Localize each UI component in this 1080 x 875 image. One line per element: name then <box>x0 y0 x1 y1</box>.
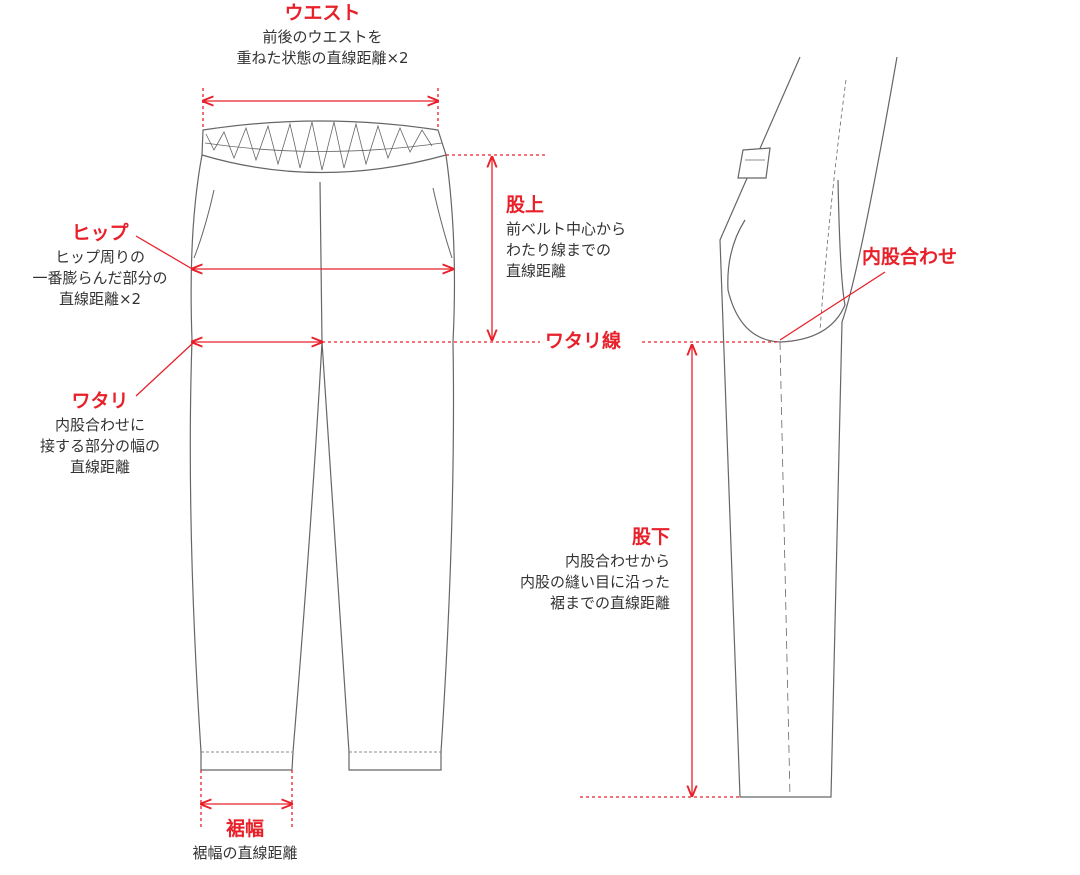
right-leg-outline <box>321 154 456 771</box>
thigh-label: ワタリ 内股合わせに 接する部分の幅の 直線距離 <box>0 388 200 478</box>
waistband-pattern <box>205 121 433 171</box>
waist-desc-2: 重ねた状態の直線距離×2 <box>236 48 409 67</box>
waist-label: ウエスト 前後のウエストを 重ねた状態の直線距離×2 <box>200 0 445 69</box>
waist-desc-1: 前後のウエストを <box>262 27 383 46</box>
hem-label: 裾幅 裾幅の直線距離 <box>160 816 330 864</box>
rise-title: 股上 <box>506 194 545 216</box>
hip-label: ヒップ ヒップ周りの 一番膨らんだ部分の 直線距離×2 <box>0 220 200 310</box>
hem-title: 裾幅 <box>225 818 264 840</box>
thigh-line-label: ワタリ線 <box>545 328 621 355</box>
rise-desc-1: 前ベルト中心から <box>506 219 627 238</box>
front-pants-outline <box>189 120 456 771</box>
thigh-desc-1: 内股合わせに <box>54 415 145 434</box>
measurement-lines <box>135 88 886 830</box>
inseam-desc-2: 内股の縫い目に沿った <box>519 572 670 591</box>
crotch-point-label: 内股合わせ <box>862 244 957 271</box>
inseam-desc-3: 裾までの直線距離 <box>549 593 670 612</box>
waist-title: ウエスト <box>284 2 361 24</box>
rise-desc-2: わたり線までの <box>506 240 612 259</box>
hip-desc-2: 一番膨らんだ部分の <box>32 268 168 287</box>
crotch-curve <box>727 179 846 343</box>
left-leg-outline <box>189 154 323 771</box>
hem-desc-1: 裾幅の直線距離 <box>192 843 298 862</box>
inseam-title: 股下 <box>631 526 670 548</box>
inseam-label: 股下 内股合わせから 内股の縫い目に沿った 裾までの直線距離 <box>470 524 670 614</box>
side-pants-outline <box>719 56 898 798</box>
crotch-point-title: 内股合わせ <box>862 246 958 268</box>
thigh-line-title: ワタリ線 <box>545 330 622 352</box>
hip-desc-1: ヒップ周りの <box>54 247 145 266</box>
hip-title: ヒップ <box>71 222 129 244</box>
hip-desc-3: 直線距離×2 <box>58 289 142 308</box>
inseam-desc-1: 内股合わせから <box>564 551 670 570</box>
thigh-title: ワタリ <box>71 390 129 412</box>
thigh-desc-2: 接する部分の幅の <box>39 436 160 455</box>
rise-label: 股上 前ベルト中心から わたり線までの 直線距離 <box>506 192 626 282</box>
thigh-desc-3: 直線距離 <box>69 457 130 476</box>
rise-desc-3: 直線距離 <box>506 261 567 280</box>
